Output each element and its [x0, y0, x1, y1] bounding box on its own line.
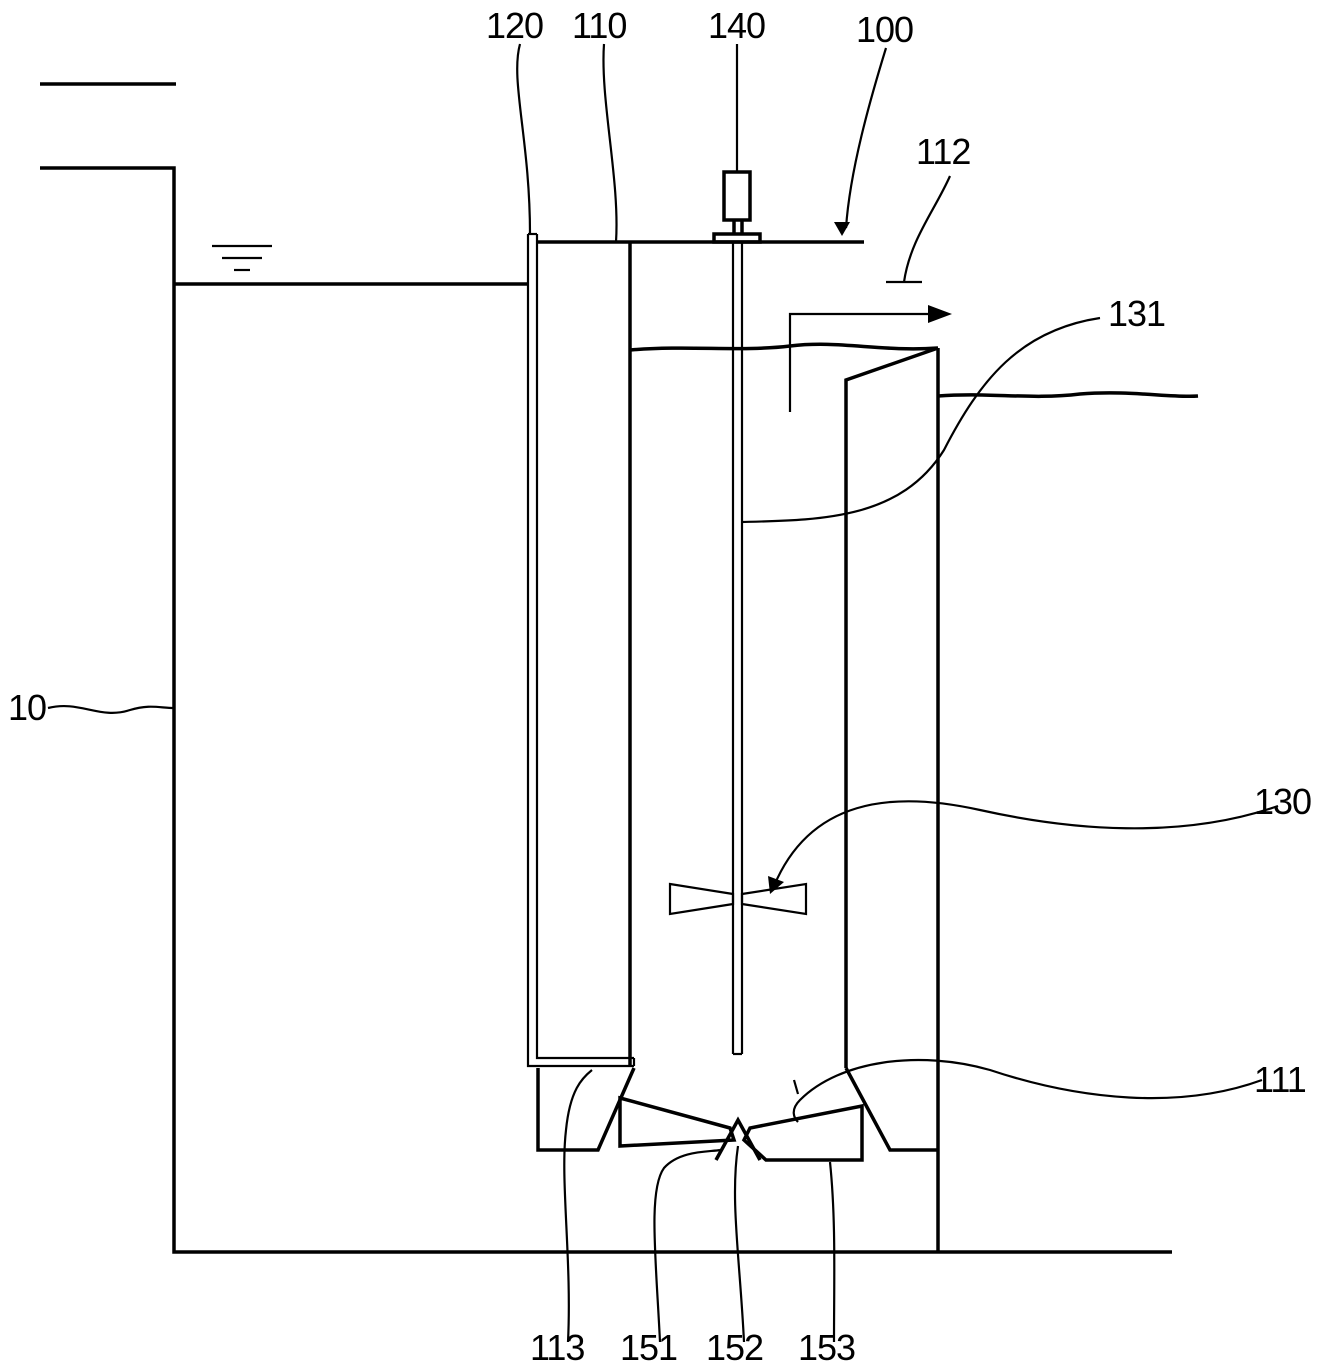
reactor-vessel: [537, 240, 1199, 1252]
bottom-right-wedge: [741, 1103, 864, 1162]
leader-lines: [47, 43, 1279, 1343]
label-130: 130: [1254, 781, 1311, 822]
motor: [712, 170, 762, 244]
water-level-symbol: [212, 244, 272, 272]
label-112: 112: [916, 131, 970, 172]
bottom-right-inlet: [844, 1067, 938, 1152]
label-152: 152: [706, 1327, 763, 1368]
shaft: [731, 242, 744, 1056]
outer-tank: [40, 82, 1172, 1254]
bottom-left-wedge: [618, 1095, 737, 1148]
bottom-center-cone: [714, 1116, 762, 1161]
label-111: 111: [1254, 1059, 1306, 1100]
label-100: 100: [856, 9, 913, 50]
label-140: 140: [708, 5, 765, 46]
label-10: 10: [8, 687, 46, 728]
label-131: 131: [1108, 293, 1165, 334]
labels: 120 110 140 100 112 131 10 130 111 113 1…: [8, 5, 1312, 1368]
label-151: 151: [620, 1327, 677, 1368]
pipe: [526, 232, 636, 1068]
label-113: 113: [530, 1327, 584, 1368]
label-120: 120: [486, 5, 543, 46]
label-153: 153: [798, 1327, 855, 1368]
impeller: [668, 882, 808, 916]
label-110: 110: [572, 5, 626, 46]
bottom-left-inlet: [536, 1067, 636, 1152]
flow-arrow: [788, 305, 952, 412]
